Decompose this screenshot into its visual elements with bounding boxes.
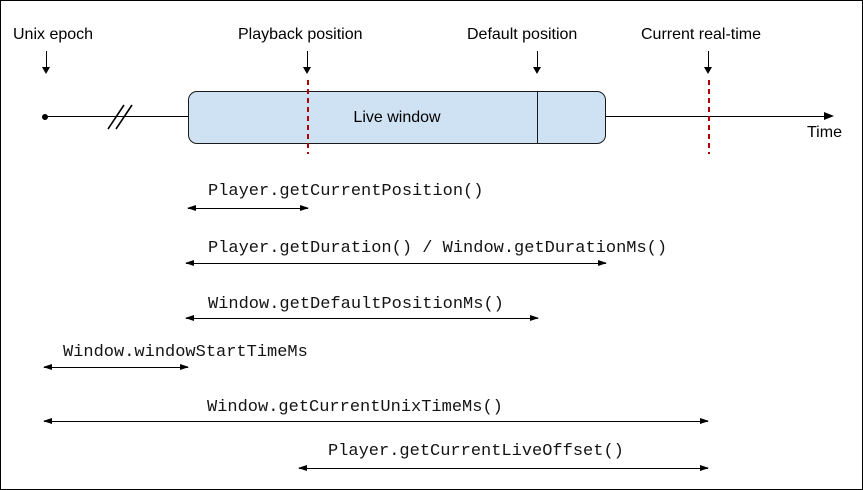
axis-break-icon: [107, 104, 133, 130]
marker-label-playback-position: Playback position: [238, 26, 363, 43]
span-arrow-get-default-position-ms: [185, 314, 539, 321]
current-real-time-marker-line: [708, 80, 710, 154]
down-arrow-icon-default-position: [533, 51, 542, 74]
live-window-box: Live window: [188, 91, 606, 144]
down-arrow-icon-playback-position: [303, 51, 312, 74]
span-arrow-get-current-unix-time-ms: [43, 417, 709, 424]
span-label-get-current-position: Player.getCurrentPosition(): [208, 182, 484, 201]
default-position-divider-line: [537, 91, 538, 144]
span-label-get-current-live-offset: Player.getCurrentLiveOffset(): [328, 442, 624, 461]
time-axis-label: Time: [807, 124, 842, 141]
live-window-label: Live window: [353, 108, 441, 126]
span-arrow-get-duration: [185, 259, 607, 266]
marker-label-current-real-time: Current real-time: [641, 26, 762, 43]
marker-label-unix-epoch: Unix epoch: [13, 26, 94, 43]
span-arrow-get-current-position: [187, 204, 309, 211]
span-arrow-window-start-time-ms: [43, 363, 189, 370]
span-label-get-current-unix-time-ms: Window.getCurrentUnixTimeMs(): [207, 398, 503, 417]
span-label-window-start-time-ms: Window.windowStartTimeMs: [63, 343, 308, 362]
span-label-get-default-position-ms: Window.getDefaultPositionMs(): [208, 295, 504, 314]
playback-position-marker-line: [307, 80, 309, 154]
timeline-origin-dot: [42, 114, 48, 120]
down-arrow-icon-current-real-time: [704, 51, 713, 74]
down-arrow-icon-unix-epoch: [42, 51, 51, 74]
span-label-get-duration: Player.getDuration() / Window.getDuratio…: [208, 239, 668, 258]
marker-label-default-position: Default position: [467, 26, 578, 43]
span-arrow-get-current-live-offset: [298, 464, 709, 471]
